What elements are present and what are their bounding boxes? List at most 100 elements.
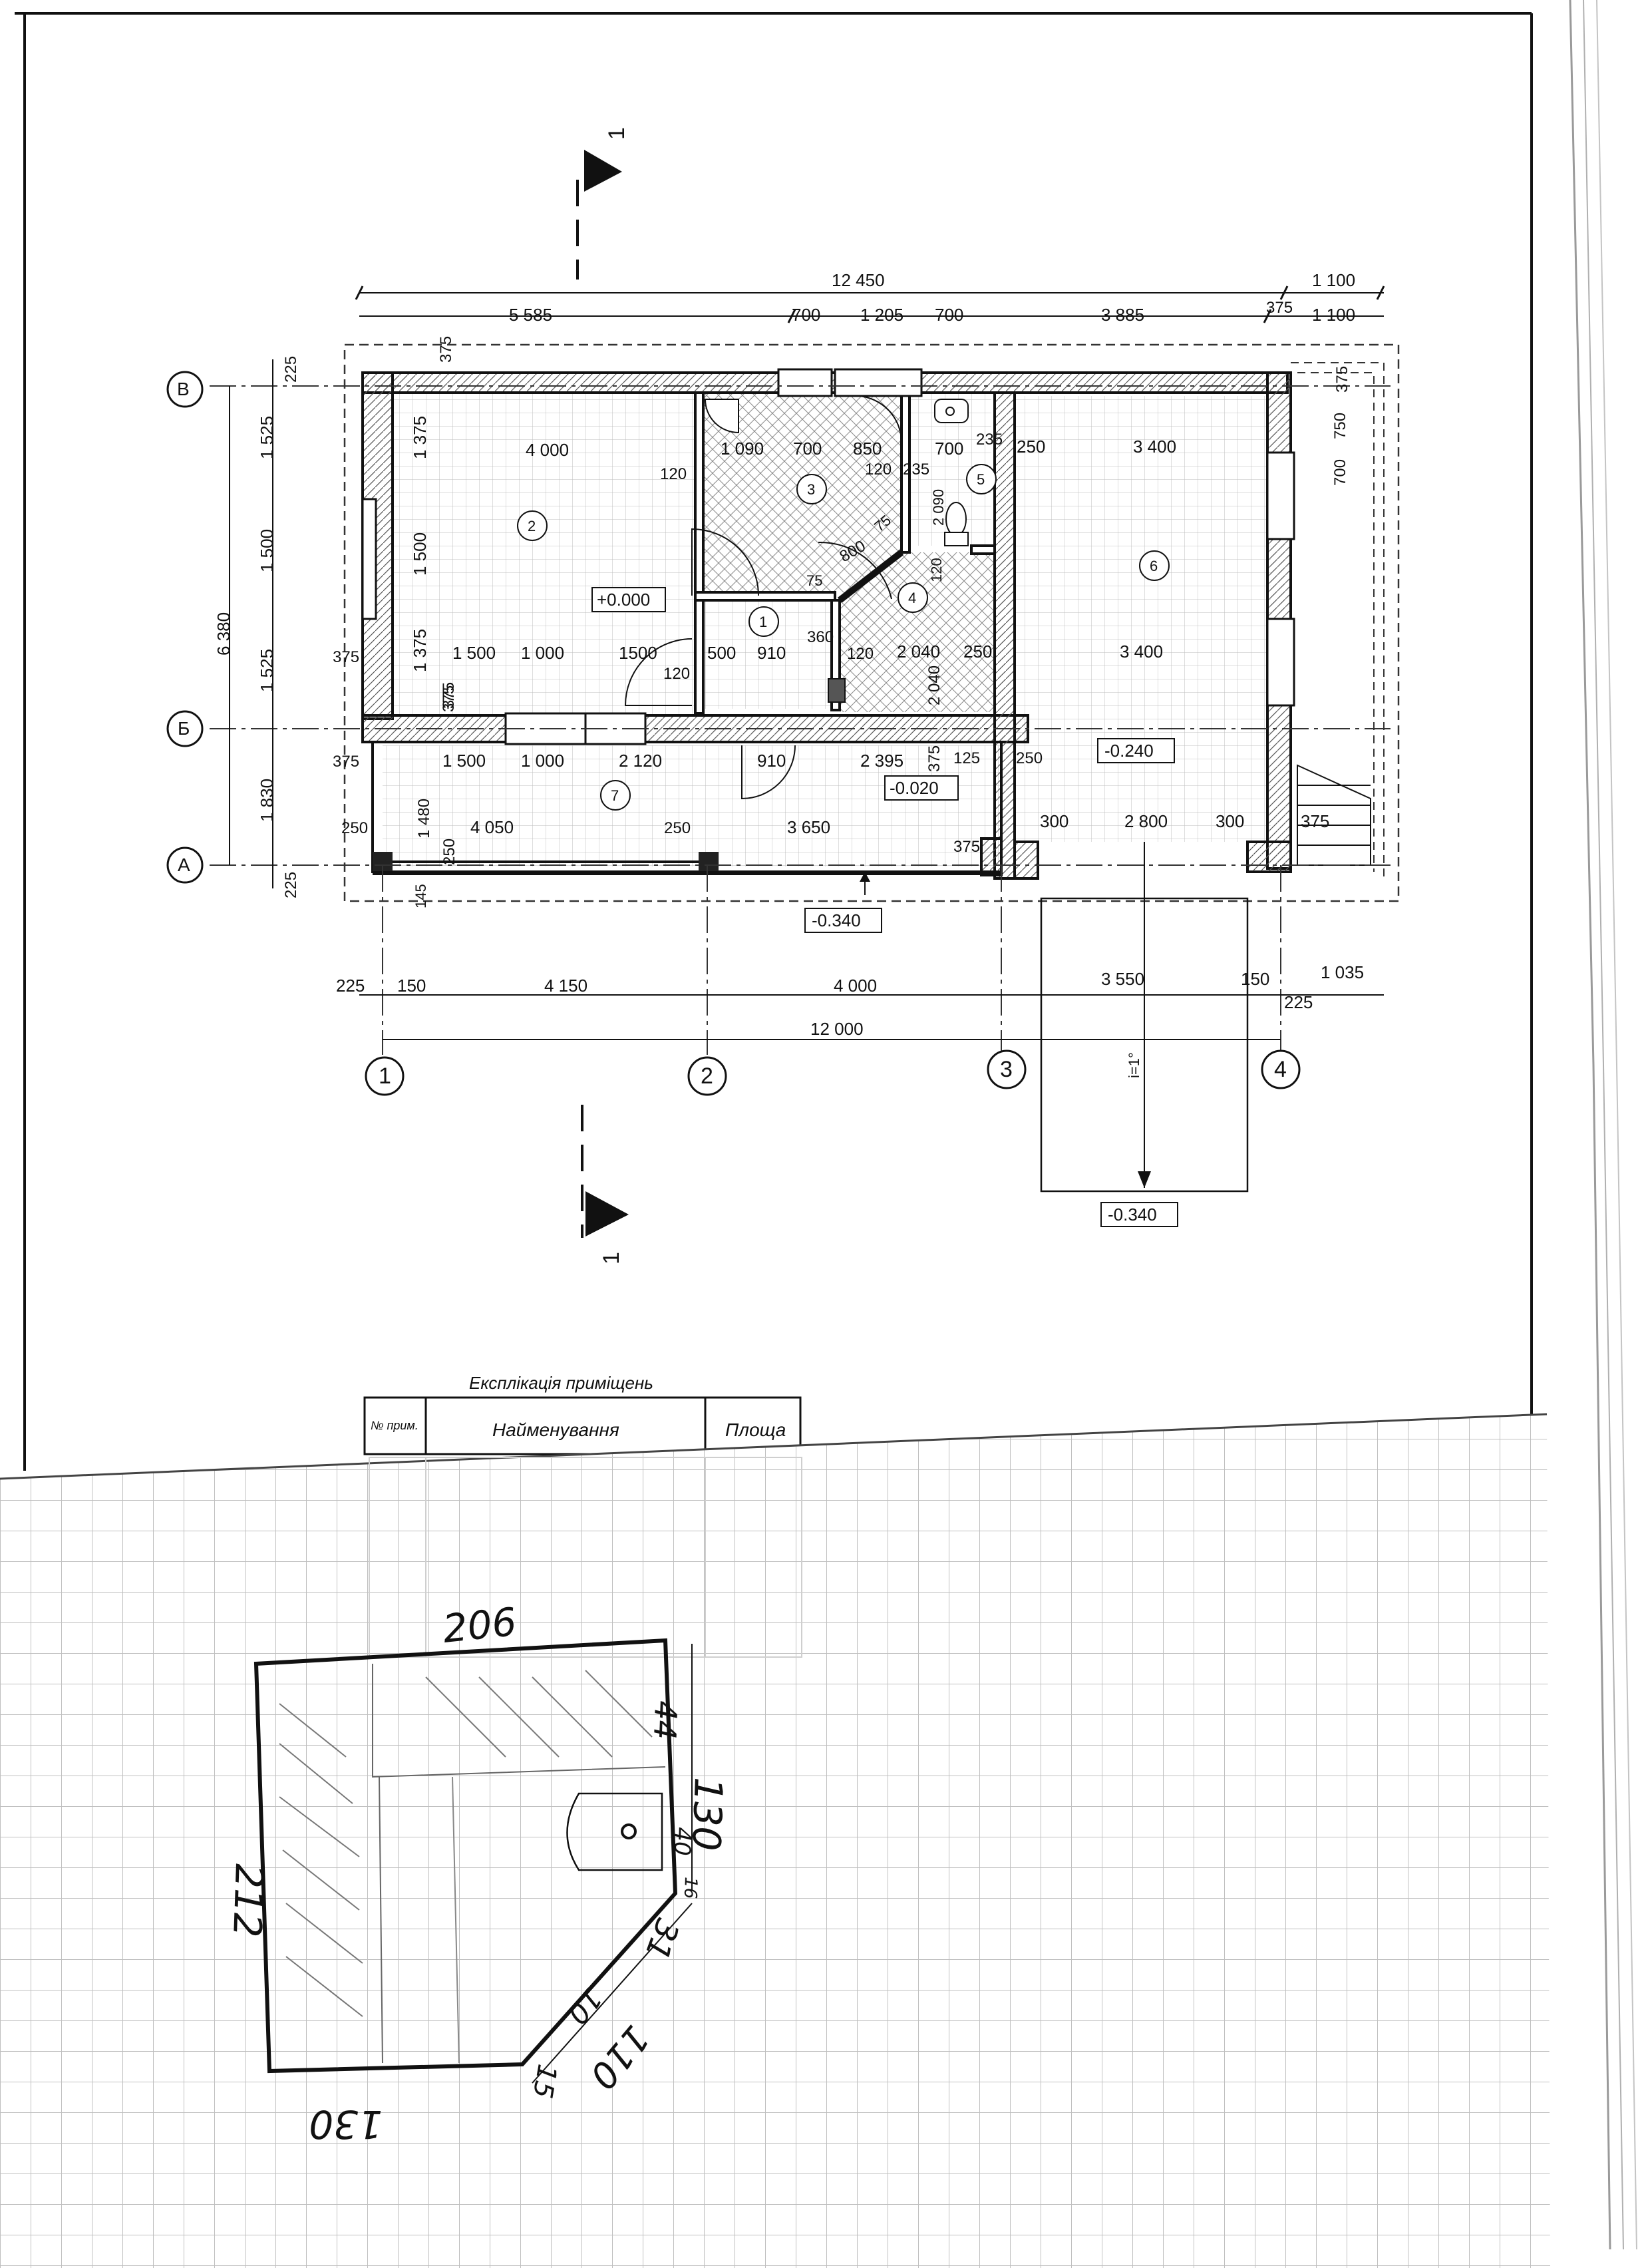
dim-row7: 125: [953, 749, 980, 767]
dim-right-seg: 700: [1331, 459, 1349, 486]
building-plan: [343, 343, 1400, 1193]
sketch-diag-mid: 10: [561, 1983, 609, 2030]
room-7-floor: [383, 745, 1001, 866]
axis-bubbles: [166, 371, 1301, 1096]
room-number: 3: [807, 481, 815, 498]
dim-room3: 235: [903, 461, 929, 478]
level-outside: -0.340: [812, 910, 861, 930]
dim-room3: 850: [853, 439, 882, 459]
dim-row2: 500: [707, 643, 736, 663]
dim-row2: 1 500: [452, 643, 496, 663]
dim-row7: 375: [925, 745, 943, 772]
dim-bottom-seg: 150: [1241, 969, 1269, 989]
dim-left-seg: 1 525: [257, 649, 277, 692]
dim-row7-lower: 250: [341, 819, 368, 837]
dim-room2: 4 000: [526, 440, 569, 460]
dim-room6: 300: [1216, 811, 1244, 831]
dim-room2: 375: [440, 685, 458, 712]
dim-bottom-seg: 3 550: [1101, 969, 1144, 989]
dim-room5: 235: [976, 431, 1003, 449]
axis-row-label: А: [178, 854, 190, 875]
dim-row2: 120: [663, 665, 690, 683]
level-ramp: -0.340: [1108, 1205, 1157, 1225]
sketch-right-small: 40: [668, 1827, 695, 1857]
section-arrow-top: [584, 150, 622, 192]
axis-row-label: Б: [178, 718, 190, 739]
dim-room2: 1 375: [410, 629, 430, 672]
dim-room6: 3 400: [1120, 642, 1163, 662]
hand-sketch: [253, 1638, 693, 2084]
dim-room2: 1 375: [410, 416, 430, 459]
dim-room5: 700: [935, 439, 963, 459]
dim-right-seg: 375: [1333, 366, 1351, 393]
dim-left-seg: 1 830: [257, 779, 277, 822]
sketch-diag-outer: 31: [637, 1914, 687, 1965]
sketch-diag-long: 110: [581, 2018, 658, 2097]
dim-room3: 700: [793, 439, 822, 459]
dim-top-total: 12 450: [832, 270, 885, 290]
dim-bottom-seg: 4 000: [834, 976, 877, 996]
dim-room3: 1 090: [721, 439, 764, 459]
dim-row7-lower: 1 480: [415, 799, 433, 839]
dim-row7: 2 120: [619, 751, 662, 771]
sketch-left: 212: [224, 1863, 272, 1939]
dim-bottom-seg: 225: [1284, 992, 1313, 1012]
dim-row7-lower: 250: [440, 839, 458, 865]
room-number: 4: [908, 590, 916, 606]
dim-bottom-seg: 1 035: [1321, 962, 1364, 982]
level-room6: -0.240: [1104, 741, 1154, 761]
axis-col-label: 2: [701, 1063, 713, 1089]
dim-room3: 2 090: [930, 489, 947, 526]
dim-room6: 300: [1040, 811, 1069, 831]
axis-col-label: 3: [1000, 1057, 1013, 1082]
axis-col-label: 4: [1274, 1057, 1287, 1082]
axis-col-label: 1: [379, 1063, 391, 1089]
dim-top-seg: 1 100: [1312, 305, 1355, 325]
room-number: 5: [977, 471, 985, 488]
dim-row7: 2 395: [860, 751, 904, 771]
dim-top-seg: 3 885: [1101, 305, 1144, 325]
dim-top-seg: 1 205: [860, 305, 904, 325]
section-mark-bottom: 1: [599, 1252, 624, 1264]
room-number: 1: [759, 614, 767, 630]
room-6-floor: [1015, 396, 1271, 842]
dim-bottom-seg: 4 150: [544, 976, 587, 996]
dim-row7-lower: 4 050: [470, 817, 514, 837]
room-number-bubbles: [517, 464, 1170, 811]
dim-row2: 375: [333, 648, 359, 666]
dim-top-seg: 5 585: [509, 305, 552, 325]
dim-row2: 375: [440, 682, 458, 709]
dim-row7: 250: [1016, 749, 1043, 767]
room-number: 7: [611, 787, 619, 804]
dim-room6: 3 400: [1133, 437, 1176, 457]
dim-row7-lower: 3 650: [787, 817, 830, 837]
dim-room6: 375: [1301, 811, 1329, 831]
axis-row-label: В: [177, 379, 190, 399]
dim-room4: 120: [928, 558, 945, 582]
dim-row2: 1500: [619, 643, 657, 663]
dim-bottom-seg: 150: [397, 976, 426, 996]
sketch-tip: 15: [526, 2062, 562, 2100]
dimension-lines: [229, 292, 1384, 1040]
explication-table: [363, 1396, 802, 1455]
dim-row7-lower: 145: [412, 884, 429, 908]
dim-row2: 910: [757, 643, 786, 663]
dim-room2: 1 500: [410, 532, 430, 576]
dim-bottom-seg: 225: [336, 976, 365, 996]
section-arrow-bottom: [585, 1191, 629, 1236]
dim-top-seg: 700: [792, 305, 820, 325]
dim-left-total: 6 380: [214, 612, 234, 656]
sketch-right-upper: 44: [647, 1700, 684, 1740]
dim-row7: 375: [333, 753, 359, 771]
table-title: Експлікація приміщень: [469, 1373, 653, 1393]
level-room7: -0.020: [890, 778, 939, 798]
section-mark-top: 1: [604, 127, 629, 140]
sketch-bottom: 130: [309, 2102, 383, 2147]
graph-paper: [0, 1413, 1550, 2268]
dim-bottom-total: 12 000: [810, 1019, 864, 1039]
dim-left-seg: 1 525: [257, 416, 277, 459]
dim-row2: 360: [807, 628, 834, 646]
dim-left-seg: 225: [282, 872, 300, 898]
dim-room4: 2 040: [925, 665, 943, 705]
